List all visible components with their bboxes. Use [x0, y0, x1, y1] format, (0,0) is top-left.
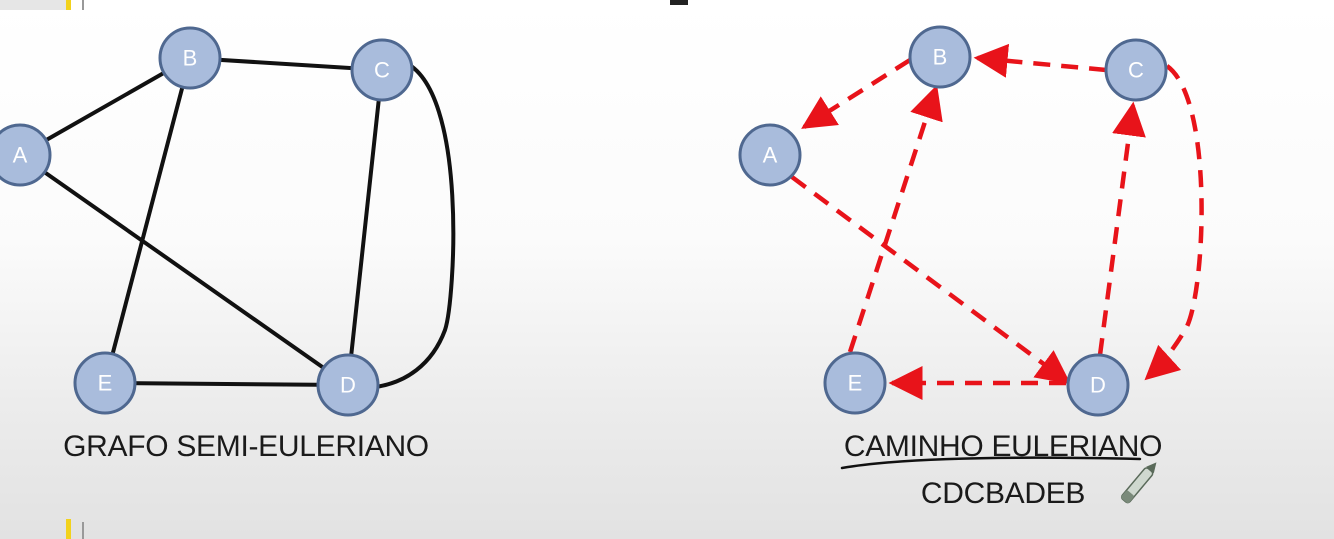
right-graph: A B C D E CAMINHO EULERIANO CDCBADEB — [738, 25, 1204, 510]
edge-c-to-b — [973, 43, 1107, 78]
left-caption: GRAFO SEMI-EULERIANO — [63, 430, 429, 463]
edge-b-e — [103, 56, 192, 385]
node-circle — [908, 25, 972, 89]
top-bar-strip — [0, 0, 66, 10]
node-label: A — [13, 143, 28, 168]
right-edges — [790, 43, 1204, 400]
left-node-e: E — [73, 351, 137, 415]
right-node-c: C — [1104, 38, 1168, 102]
top-yellow-mark — [66, 0, 71, 10]
dash-mark — [670, 0, 688, 5]
bottom-divider — [82, 522, 84, 539]
bottom-yellow-mark — [66, 519, 71, 539]
node-label: D — [1090, 373, 1106, 398]
edge-a-d — [18, 153, 350, 387]
edge-d-to-c — [1097, 101, 1146, 356]
edge-c-d-curved — [373, 60, 456, 389]
node-circle — [1104, 38, 1168, 102]
right-node-d: D — [1066, 353, 1130, 417]
edge-a-to-d — [790, 175, 1071, 385]
edge-b-c — [188, 56, 384, 72]
edge-c-d — [346, 68, 384, 387]
left-node-c: C — [350, 38, 414, 102]
node-circle — [316, 353, 380, 417]
frame-decoration — [0, 0, 688, 539]
left-nodes: A B C D E — [0, 26, 414, 417]
right-node-e: E — [823, 351, 887, 415]
node-circle — [350, 38, 414, 102]
left-node-d: D — [316, 353, 380, 417]
left-graph: A B C D E GRAFO SEMI-EULERIANO — [0, 26, 456, 463]
node-label: B — [933, 45, 948, 70]
handwritten-underline — [840, 456, 1142, 470]
right-nodes: A B C D E — [738, 25, 1168, 417]
node-circle — [738, 123, 802, 187]
node-label: C — [1128, 58, 1144, 83]
node-circle — [1066, 353, 1130, 417]
top-divider — [82, 0, 84, 10]
node-label: E — [848, 371, 863, 396]
node-label: E — [98, 371, 113, 396]
right-node-a: A — [738, 123, 802, 187]
node-label: D — [340, 373, 356, 398]
node-label: C — [374, 58, 390, 83]
left-node-a: A — [0, 123, 52, 187]
node-circle — [823, 351, 887, 415]
node-circle — [73, 351, 137, 415]
edge-b-to-a — [801, 58, 912, 129]
path-label: CDCBADEB — [921, 477, 1085, 510]
edge-e-to-b — [847, 84, 943, 353]
node-circle — [0, 123, 52, 187]
left-edges — [18, 56, 456, 389]
edge-a-b — [18, 56, 192, 157]
node-circle — [158, 26, 222, 90]
edge-c-to-d-curved — [1144, 64, 1204, 381]
right-node-b: B — [908, 25, 972, 89]
edge-e-d — [103, 381, 350, 387]
node-label: B — [183, 46, 198, 71]
node-label: A — [763, 143, 778, 168]
left-node-b: B — [158, 26, 222, 90]
pen-cursor-icon — [1120, 462, 1157, 504]
